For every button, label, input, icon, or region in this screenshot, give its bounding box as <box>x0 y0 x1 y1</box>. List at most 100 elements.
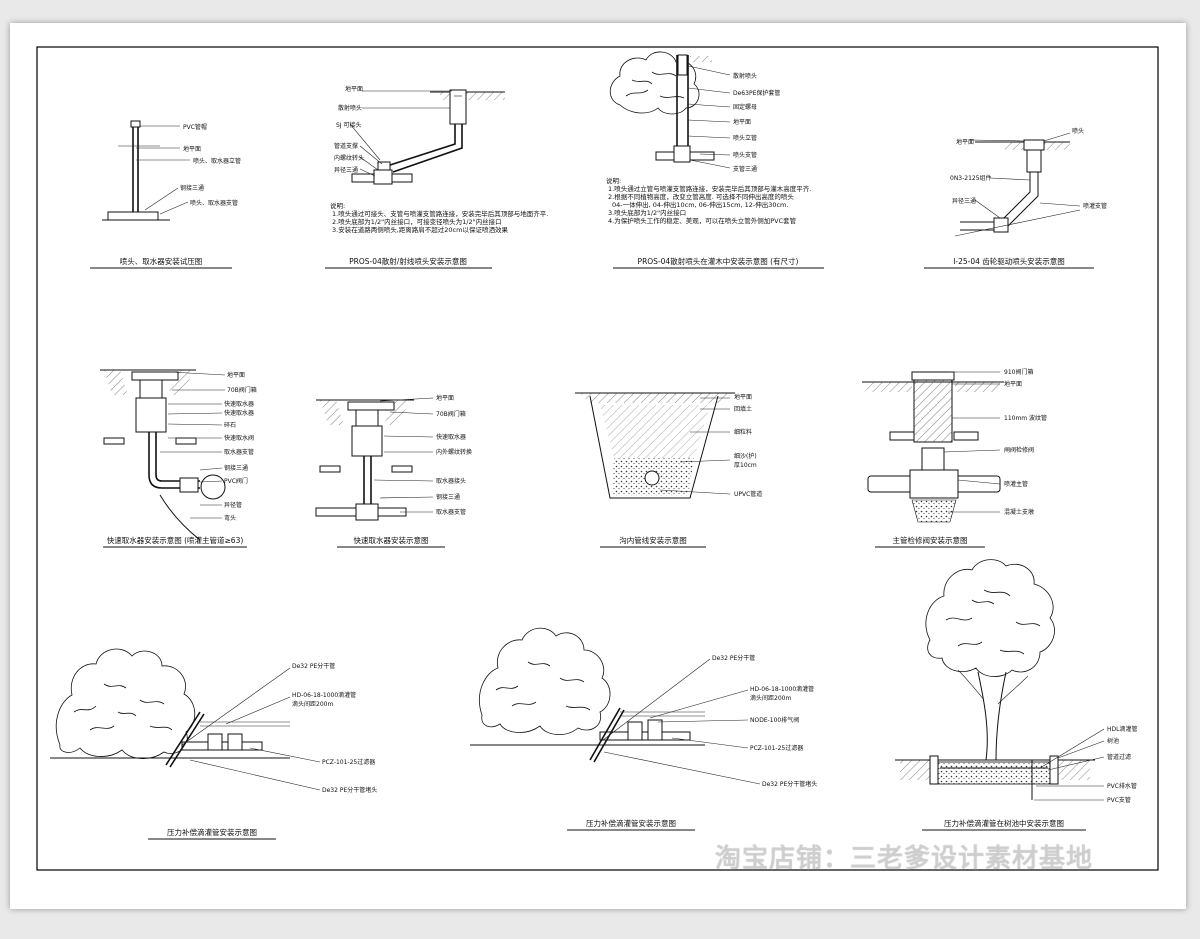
d11-label-0: HDL滴灌管 <box>1107 725 1137 733</box>
d7-label-5: UPVC管道 <box>734 490 762 498</box>
d11-label-4: PVC支管 <box>1107 796 1131 804</box>
d4-label-1: 喷头 <box>1072 127 1084 135</box>
d5-label-10: 弯头 <box>224 514 236 522</box>
detail-6-quick-coupler: 地平面 70B阀门箱 快速取水器 内外螺纹转换 取水器接头 钢接三通 取水器支管… <box>315 394 472 548</box>
d5-label-0: 地平面 <box>227 371 245 379</box>
drawing-frame <box>36 46 1159 871</box>
d2-label-0: 地平面 <box>345 85 363 93</box>
d8-label-0: 910阀门箱 <box>1004 368 1033 376</box>
d9-label-0: De32 PE分干管 <box>292 662 335 670</box>
d2-label-3: 管道支撑 <box>334 142 358 150</box>
d11-label-1: 树池 <box>1107 737 1119 745</box>
d3-note-2: 2.根据不同植物高度，改变立管高度. 可选择不同伸出高度的喷头 <box>608 192 794 201</box>
detail-4-gear-drive: 地平面 喷头 0N3-2125组件 异径三通 喷灌支管 I-25-04 齿轮驱动… <box>924 127 1107 269</box>
d2-label-4: 内螺纹转头 <box>334 154 364 162</box>
d3-label-4: 喷头立管 <box>733 134 757 142</box>
d7-label-3: 细沙(护) <box>734 452 757 460</box>
d3-title: PROS-04散射喷头在灌木中安装示意图 (有尺寸) <box>638 256 799 266</box>
detail-2-spray-head: 地平面 散射喷头 SJ 可接头 管道支撑 内螺纹转头 异径三通 说明: 1.喷头… <box>325 85 548 269</box>
d3-label-1: De63PE保护套管 <box>733 89 780 97</box>
d6-label-6: 取水器支管 <box>436 508 466 516</box>
d3-label-5: 喷头支管 <box>733 151 757 159</box>
detail-9-drip-shrub: De32 PE分干管 HD-06-18-1000滴灌管 滴头间距200m PCZ… <box>50 648 377 840</box>
d3-label-2: 固定螺母 <box>733 103 757 111</box>
d5-label-6: 取水器支管 <box>224 448 254 456</box>
d1-label-2: 喷头、取水器立管 <box>193 157 241 165</box>
d6-label-2: 快速取水器 <box>436 433 466 441</box>
d5-label-1: 70B阀门箱 <box>227 386 257 394</box>
d3-note-1: 1.喷头通过立管与喷灌支管路连接，安装完毕后其顶部与灌木高度平齐. <box>608 184 811 193</box>
d4-label-0: 地平面 <box>956 138 974 146</box>
d1-label-1: 地平面 <box>183 145 201 153</box>
d10-label-5: De32 PE分干管堵头 <box>762 780 817 788</box>
d11-title: 压力补偿滴灌管在树池中安装示意图 <box>944 818 1064 828</box>
d5-label-2: 快速取水器 <box>224 400 254 408</box>
d8-label-2: 110mm 波纹管 <box>1004 414 1047 422</box>
d4-title: I-25-04 齿轮驱动喷头安装示意图 <box>953 256 1065 266</box>
d3-label-3: 地平面 <box>733 118 751 126</box>
drawing-sheet: PVC管帽 地平面 喷头、取水器立管 钢接三通 喷头、取水器支管 喷头、取水器安… <box>10 23 1186 909</box>
d7-label-2: 细粒料 <box>734 428 752 436</box>
d5-label-8: PVC阀门 <box>224 477 248 485</box>
d10-label-1: HD-06-18-1000滴灌管 <box>750 685 814 693</box>
d2-note-2: 2.喷头底部为1/2"内丝接口，可接变径喷头为1/2"内丝接口 <box>332 217 502 226</box>
d6-label-5: 钢接三通 <box>436 493 460 501</box>
d6-label-0: 地平面 <box>436 394 454 402</box>
d5-label-4: 碎石 <box>224 421 236 429</box>
d3-note-3: 04-一体伸出, 04-伸出10cm, 06-伸出15cm, 12-伸出30cm… <box>612 200 788 209</box>
d11-label-3: PVC排水管 <box>1107 782 1137 790</box>
d2-note-3: 3.安装在道路两侧喷头,距离路肩不超过20cm以保证喷洒效果 <box>332 225 508 234</box>
d5-label-9: 异径管 <box>224 501 242 509</box>
d3-label-0: 散射喷头 <box>733 72 757 80</box>
detail-7-trench: 地平面 回填土 细粒料 细沙(护) 厚10cm UPVC管道 沟内管线安装示意图 <box>575 392 762 548</box>
d1-label-0: PVC管帽 <box>183 123 207 131</box>
d10-label-4: PCZ-101-25过滤器 <box>750 744 803 752</box>
d3-note-5: 4.为保护喷头工作的稳定、美观，可以在喷头立管外侧加PVC套管 <box>608 216 797 225</box>
d2-note-1: 1.喷头通过可接头、支管与喷灌支管路连接，安装完毕后其顶部与地面齐平. <box>332 209 548 218</box>
d5-label-3: 快速取水器 <box>224 409 254 417</box>
d5-label-5: 快速取水阀 <box>224 434 254 442</box>
d10-label-3: NODE-100排气阀 <box>750 716 799 724</box>
d6-label-3: 内外螺纹转换 <box>436 448 472 456</box>
d8-label-3: 闸阀检修阀 <box>1004 446 1034 454</box>
d8-label-4: 喷灌主管 <box>1004 480 1028 488</box>
d11-label-2: 管道过滤 <box>1107 753 1131 761</box>
d5-label-7: 钢接三通 <box>224 464 248 472</box>
d4-label-3: 异径三通 <box>952 197 976 205</box>
d3-note-4: 3.喷头底部为1/2"内丝接口 <box>608 208 686 217</box>
d10-title: 压力补偿滴灌管安装示意图 <box>586 818 676 828</box>
shop-watermark: 淘宝店铺：三老爹设计素材基地 <box>715 844 1094 874</box>
detail-3-spray-in-shrub: 散射喷头 De63PE保护套管 固定螺母 地平面 喷头立管 喷头支管 支管三通 … <box>606 51 824 269</box>
d7-title: 沟内管线安装示意图 <box>619 535 687 545</box>
detail-1-test-pressure: PVC管帽 地平面 喷头、取水器立管 钢接三通 喷头、取水器支管 喷头、取水器安… <box>90 120 241 269</box>
d3-note-0: 说明: <box>606 176 621 185</box>
d2-label-2: SJ 可接头 <box>336 121 362 129</box>
detail-5-quick-coupler-main: 地平面 70B阀门箱 快速取水器 快速取水器 碎石 快速取水阀 取水器支管 钢接… <box>100 369 257 548</box>
d2-label-5: 异径三通 <box>334 166 358 174</box>
d7-label-1: 回填土 <box>734 405 752 413</box>
d9-label-4: De32 PE分干管堵头 <box>322 786 377 794</box>
d1-label-3: 钢接三通 <box>180 184 204 192</box>
d6-title: 快速取水器安装示意图 <box>354 535 429 545</box>
d8-label-5: 混凝土支墩 <box>1004 508 1034 516</box>
d10-label-0: De32 PE分干管 <box>712 654 755 662</box>
d8-title: 主管检修阀安装示意图 <box>893 535 968 545</box>
d9-title: 压力补偿滴灌管安装示意图 <box>167 827 257 837</box>
d8-label-1: 地平面 <box>1004 380 1022 388</box>
d2-title: PROS-04散射/射线喷头安装示意图 <box>349 256 467 266</box>
d9-label-3: PCZ-101-25过滤器 <box>322 758 375 766</box>
d1-label-4: 喷头、取水器支管 <box>190 199 238 207</box>
d4-label-4: 喷灌支管 <box>1083 202 1107 210</box>
detail-8-main-valve: 910阀门箱 地平面 110mm 波纹管 闸阀检修阀 喷灌主管 混凝土支墩 主管… <box>862 368 1047 548</box>
detail-10-drip-shrub-valve: De32 PE分干管 HD-06-18-1000滴灌管 滴头间距200m NOD… <box>470 627 817 831</box>
d2-note-0: 说明: <box>330 201 345 210</box>
d3-label-6: 支管三通 <box>733 165 757 173</box>
d2-label-1: 散射喷头 <box>338 104 362 112</box>
d4-label-2: 0N3-2125组件 <box>950 174 992 182</box>
d9-label-2: 滴头间距200m <box>292 700 333 708</box>
d7-label-0: 地平面 <box>734 393 752 401</box>
detail-11-drip-tree-pit: HDL滴灌管 树池 管道过滤 PVC排水管 PVC支管 压力补偿滴灌管在树池中安… <box>895 559 1137 831</box>
d7-label-4: 厚10cm <box>734 462 757 469</box>
d9-label-1: HD-06-18-1000滴灌管 <box>292 691 356 699</box>
d6-label-1: 70B阀门箱 <box>436 410 466 418</box>
